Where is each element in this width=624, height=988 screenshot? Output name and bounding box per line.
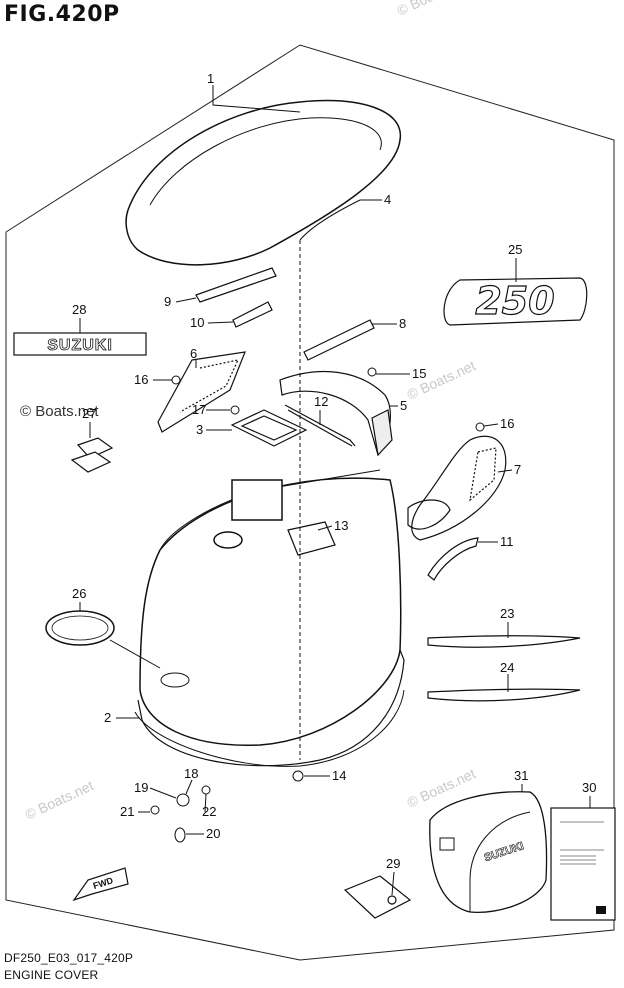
- callout-numbers: 1 2 3 4 5 6 7 8 9 10 11 12 13 14 15 16 1…: [72, 71, 596, 871]
- callout-18: 18: [184, 766, 198, 781]
- part-rear-vent-frame: [279, 370, 393, 457]
- callout-30: 30: [582, 780, 596, 795]
- callout-24: 24: [500, 660, 514, 675]
- part-bracket-3: [230, 409, 308, 447]
- footer-code: DF250_E03_017_420P: [4, 951, 134, 965]
- part-vent-grille-right: [407, 435, 507, 541]
- callout-9: 9: [164, 294, 171, 309]
- callout-29: 29: [386, 856, 400, 871]
- part-boat-cover: SUZUKI: [429, 791, 548, 914]
- callout-20: 20: [206, 826, 220, 841]
- callout-31: 31: [514, 768, 528, 783]
- part-tool-bag: [343, 875, 412, 919]
- callout-25: 25: [508, 242, 522, 257]
- callout-10: 10: [190, 315, 204, 330]
- part-seal-strips: [195, 267, 375, 361]
- part-seal-11: [427, 537, 479, 581]
- figure-title: FIG.420P: [4, 2, 120, 27]
- part-top-cover: [125, 99, 401, 266]
- fwd-arrow-icon: FWD: [72, 867, 129, 902]
- callout-13: 13: [334, 518, 348, 533]
- callout-6: 6: [190, 346, 197, 361]
- callout-27: 27: [82, 406, 96, 421]
- callout-8: 8: [399, 316, 406, 331]
- callout-19: 19: [134, 780, 148, 795]
- part-stripes: [427, 635, 581, 702]
- callout-1: 1: [207, 71, 214, 86]
- callout-3: 3: [196, 422, 203, 437]
- part-hardware: [150, 367, 485, 843]
- callout-5: 5: [400, 398, 407, 413]
- watermark-bottom-left: © Boats.net: [23, 777, 96, 823]
- callout-11: 11: [500, 534, 514, 549]
- watermark-top: © Boats.net: [395, 0, 468, 19]
- watermark-strong: © Boats.net: [20, 403, 99, 420]
- callout-22: 22: [202, 804, 216, 819]
- callout-4: 4: [384, 192, 391, 207]
- callout-23: 23: [500, 606, 514, 621]
- part-emblem-s: [70, 437, 114, 473]
- callout-17: 17: [192, 402, 206, 417]
- callout-16a: 16: [134, 372, 148, 387]
- callout-15: 15: [412, 366, 426, 381]
- leader-lines: [79, 85, 591, 896]
- callout-26: 26: [72, 586, 86, 601]
- part-vent-grille-left: [157, 351, 246, 433]
- callout-7: 7: [514, 462, 521, 477]
- part-seal-4: [299, 199, 361, 241]
- footer-caption: ENGINE COVER: [4, 968, 99, 982]
- part-manual: [550, 807, 616, 921]
- callout-28: 28: [72, 302, 86, 317]
- callout-14: 14: [332, 768, 346, 783]
- part-seal-12: [284, 404, 356, 447]
- callout-21: 21: [120, 804, 134, 819]
- callout-16b: 16: [500, 416, 514, 431]
- callout-12: 12: [314, 394, 328, 409]
- callout-2: 2: [104, 710, 111, 725]
- part-emblem-ss: [45, 610, 115, 646]
- part-decal-suzuki: SUZUKI: [13, 332, 147, 356]
- part-decal-250: 250: [443, 277, 588, 326]
- part-lower-cover: [134, 469, 405, 767]
- decal-250-text: 250: [475, 279, 554, 323]
- decal-suzuki-text: SUZUKI: [47, 337, 113, 354]
- diagram-frame: [5, 44, 615, 961]
